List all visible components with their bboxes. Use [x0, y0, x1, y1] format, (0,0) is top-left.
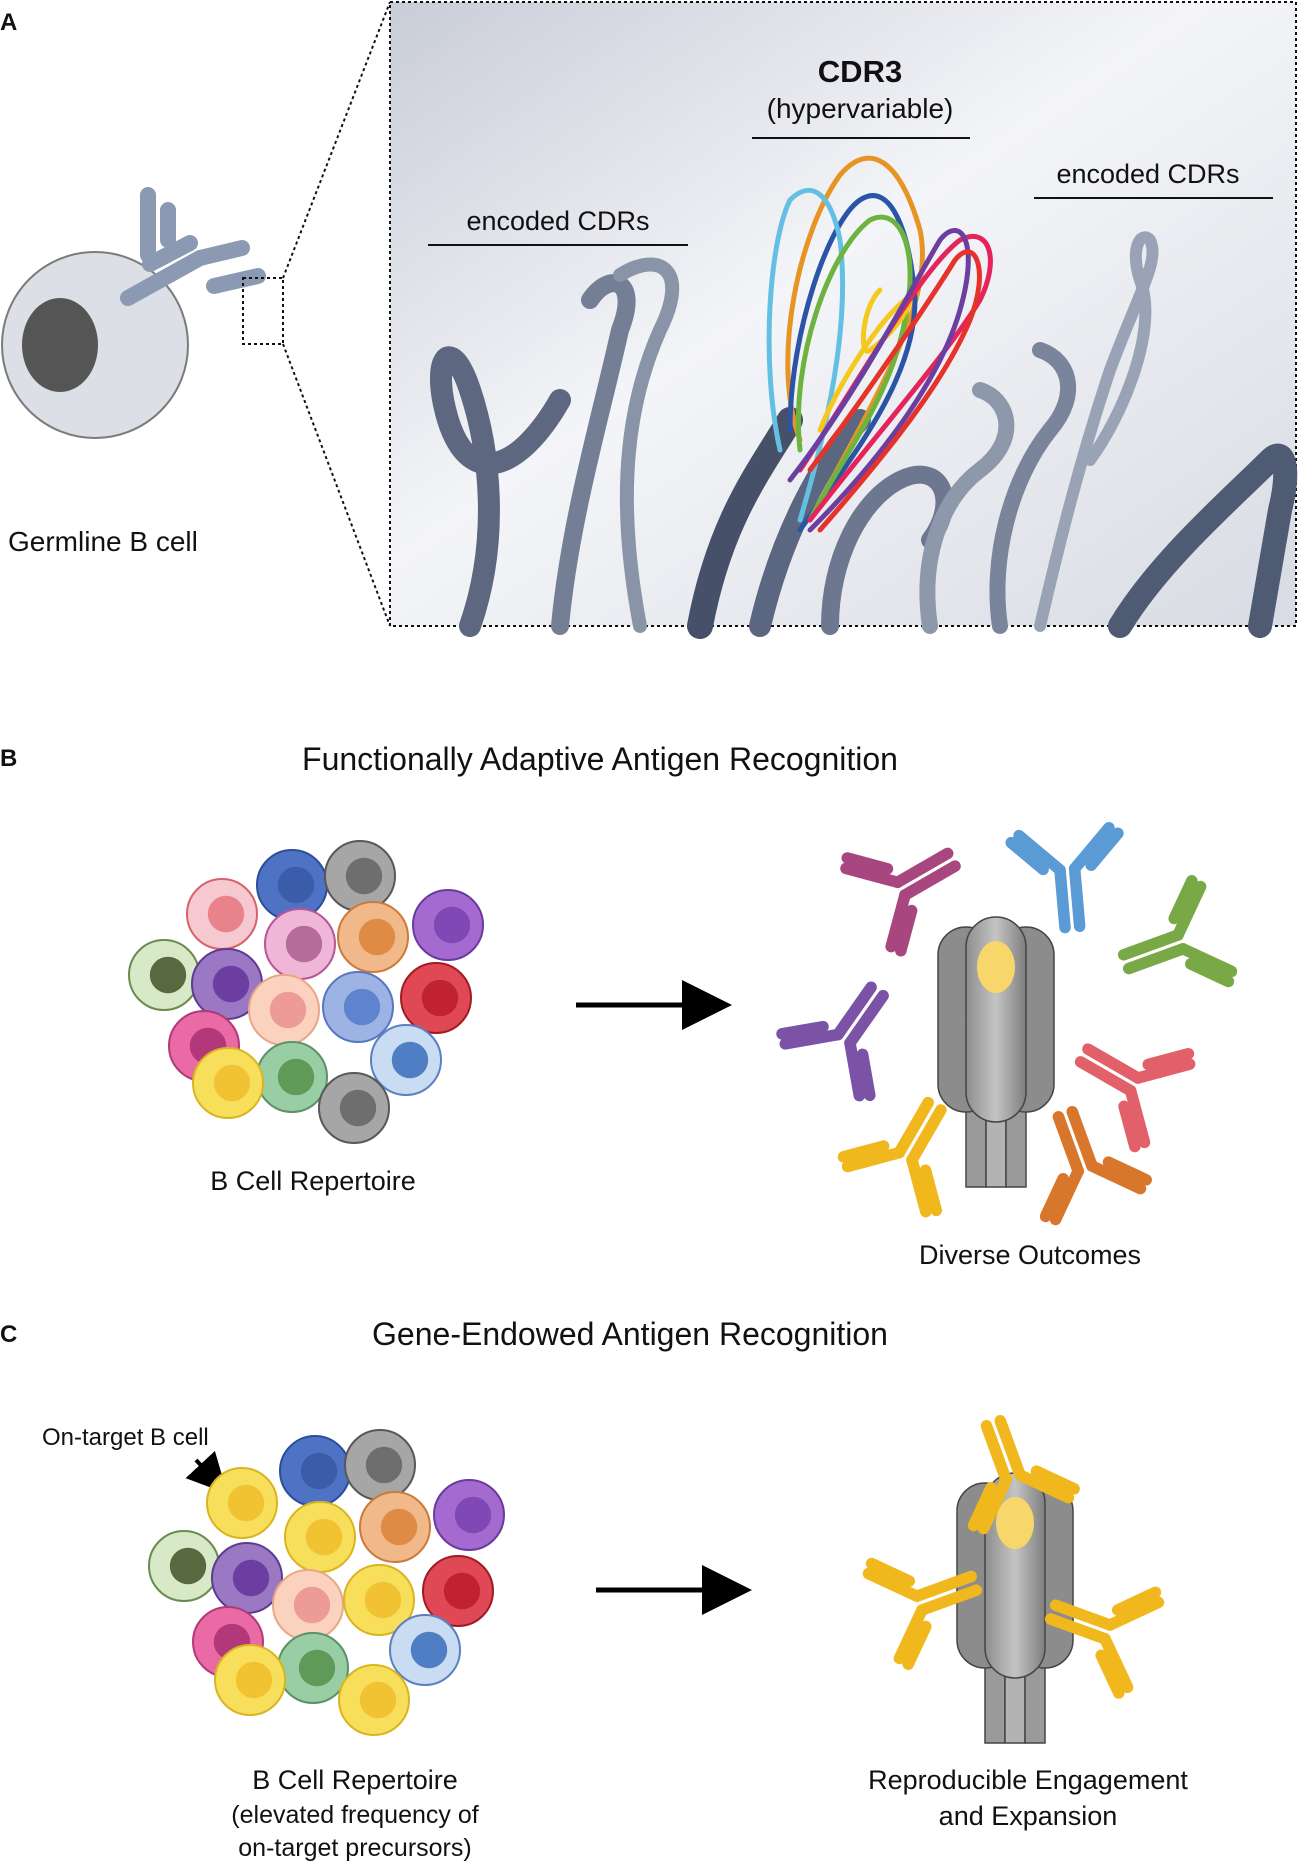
cdr3-subtitle: (hypervariable): [767, 93, 954, 124]
b-cell: [359, 1491, 431, 1563]
b-cell: [343, 1564, 415, 1636]
b-cell: [211, 1542, 283, 1614]
cdr3-title: CDR3: [818, 54, 902, 89]
b-cell: [272, 1569, 344, 1641]
b-cell: [400, 962, 472, 1034]
panel-b: B Functionally Adaptive Antigen Recognit…: [0, 741, 1238, 1270]
b-cell: [248, 974, 320, 1046]
panel-c-outcome-label2: and Expansion: [939, 1801, 1118, 1831]
on-target-callout: On-target B cell: [42, 1424, 209, 1451]
antibody-icon: [967, 1414, 1080, 1535]
panel-c-repertoire-label: B Cell Repertoire: [252, 1765, 458, 1795]
antigen-trimer-b: [937, 916, 1055, 1188]
panel-b-repertoire-label: B Cell Repertoire: [210, 1166, 416, 1196]
panel-b-letter: B: [0, 745, 17, 772]
zoom-box: [242, 277, 284, 345]
panel-c-repertoire-sub1: (elevated frequency of: [231, 1801, 478, 1829]
panel-c-title: Gene-Endowed Antigen Recognition: [372, 1316, 888, 1352]
b-cell: [264, 908, 336, 980]
ig-domain-ribbons: [430, 231, 1298, 639]
panel-c: C Gene-Endowed Antigen Recognition On-ta…: [0, 1316, 1188, 1862]
panel-b-outcome-label: Diverse Outcomes: [919, 1240, 1141, 1270]
antibody-icon: [1005, 821, 1124, 934]
b-cell: [214, 1644, 286, 1716]
antibody-icon: [1117, 875, 1238, 988]
b-cell: [322, 971, 394, 1043]
b-cell: [148, 1530, 220, 1602]
antibody-icon: [1044, 1586, 1165, 1699]
b-cell: [192, 1047, 264, 1119]
b-cell-repertoire-cluster: [128, 840, 484, 1144]
b-cell: [206, 1467, 278, 1539]
panel-b-title: Functionally Adaptive Antigen Recognitio…: [302, 741, 898, 777]
b-cell: [370, 1024, 442, 1096]
cdr3-loop: [766, 188, 846, 523]
panel-c-outcome-label1: Reproducible Engagement: [868, 1765, 1188, 1795]
panel-c-letter: C: [0, 1321, 17, 1348]
b-cell: [324, 840, 396, 912]
b-cell: [337, 901, 409, 973]
epitope-site: [996, 1497, 1034, 1549]
cdr3-loop: [787, 193, 918, 533]
zoom-line-top: [282, 1, 391, 279]
b-cell: [191, 948, 263, 1020]
b-cell: [277, 1632, 349, 1704]
b-cell: [128, 939, 200, 1011]
right-cdr-label: encoded CDRs: [1056, 159, 1239, 189]
cdr3-loop: [787, 228, 971, 533]
b-cell-repertoire-cluster-c: [148, 1429, 505, 1736]
zoom-line-bottom: [282, 343, 391, 627]
panel-a: A Germline B cell: [0, 1, 1298, 639]
cdr3-loop: [795, 214, 913, 523]
epitope-site: [977, 941, 1015, 993]
antibody-icon: [837, 1096, 947, 1218]
b-cell: [338, 1664, 410, 1736]
b-cell: [344, 1429, 416, 1501]
antibody-icon: [1074, 1043, 1196, 1153]
antibody-icon: [776, 981, 889, 1102]
antibody-icon: [862, 1557, 983, 1670]
membrane-antibody-icon: [120, 187, 266, 306]
cdr3-loop: [807, 249, 982, 533]
panel-a-letter: A: [0, 9, 17, 36]
b-cell: [389, 1614, 461, 1686]
b-cell: [433, 1479, 505, 1551]
b-cell: [256, 1041, 328, 1113]
b-cell: [422, 1555, 494, 1627]
b-cell: [284, 1501, 356, 1573]
left-cdr-label: encoded CDRs: [466, 206, 649, 236]
antibody-icon: [1039, 1105, 1152, 1226]
panel-c-repertoire-sub2: on-target precursors): [238, 1834, 471, 1862]
b-cell: [318, 1072, 390, 1144]
antibody-icon: [840, 847, 961, 957]
b-cell: [186, 878, 258, 950]
b-cell: [412, 889, 484, 961]
diverse-antibodies: [776, 821, 1238, 1226]
b-cell: [279, 1435, 351, 1507]
on-target-antibodies: [862, 1414, 1165, 1699]
cdr3-loops: [766, 155, 993, 533]
cdr3-loop: [817, 287, 913, 433]
germline-b-cell-label: Germline B cell: [8, 526, 198, 557]
